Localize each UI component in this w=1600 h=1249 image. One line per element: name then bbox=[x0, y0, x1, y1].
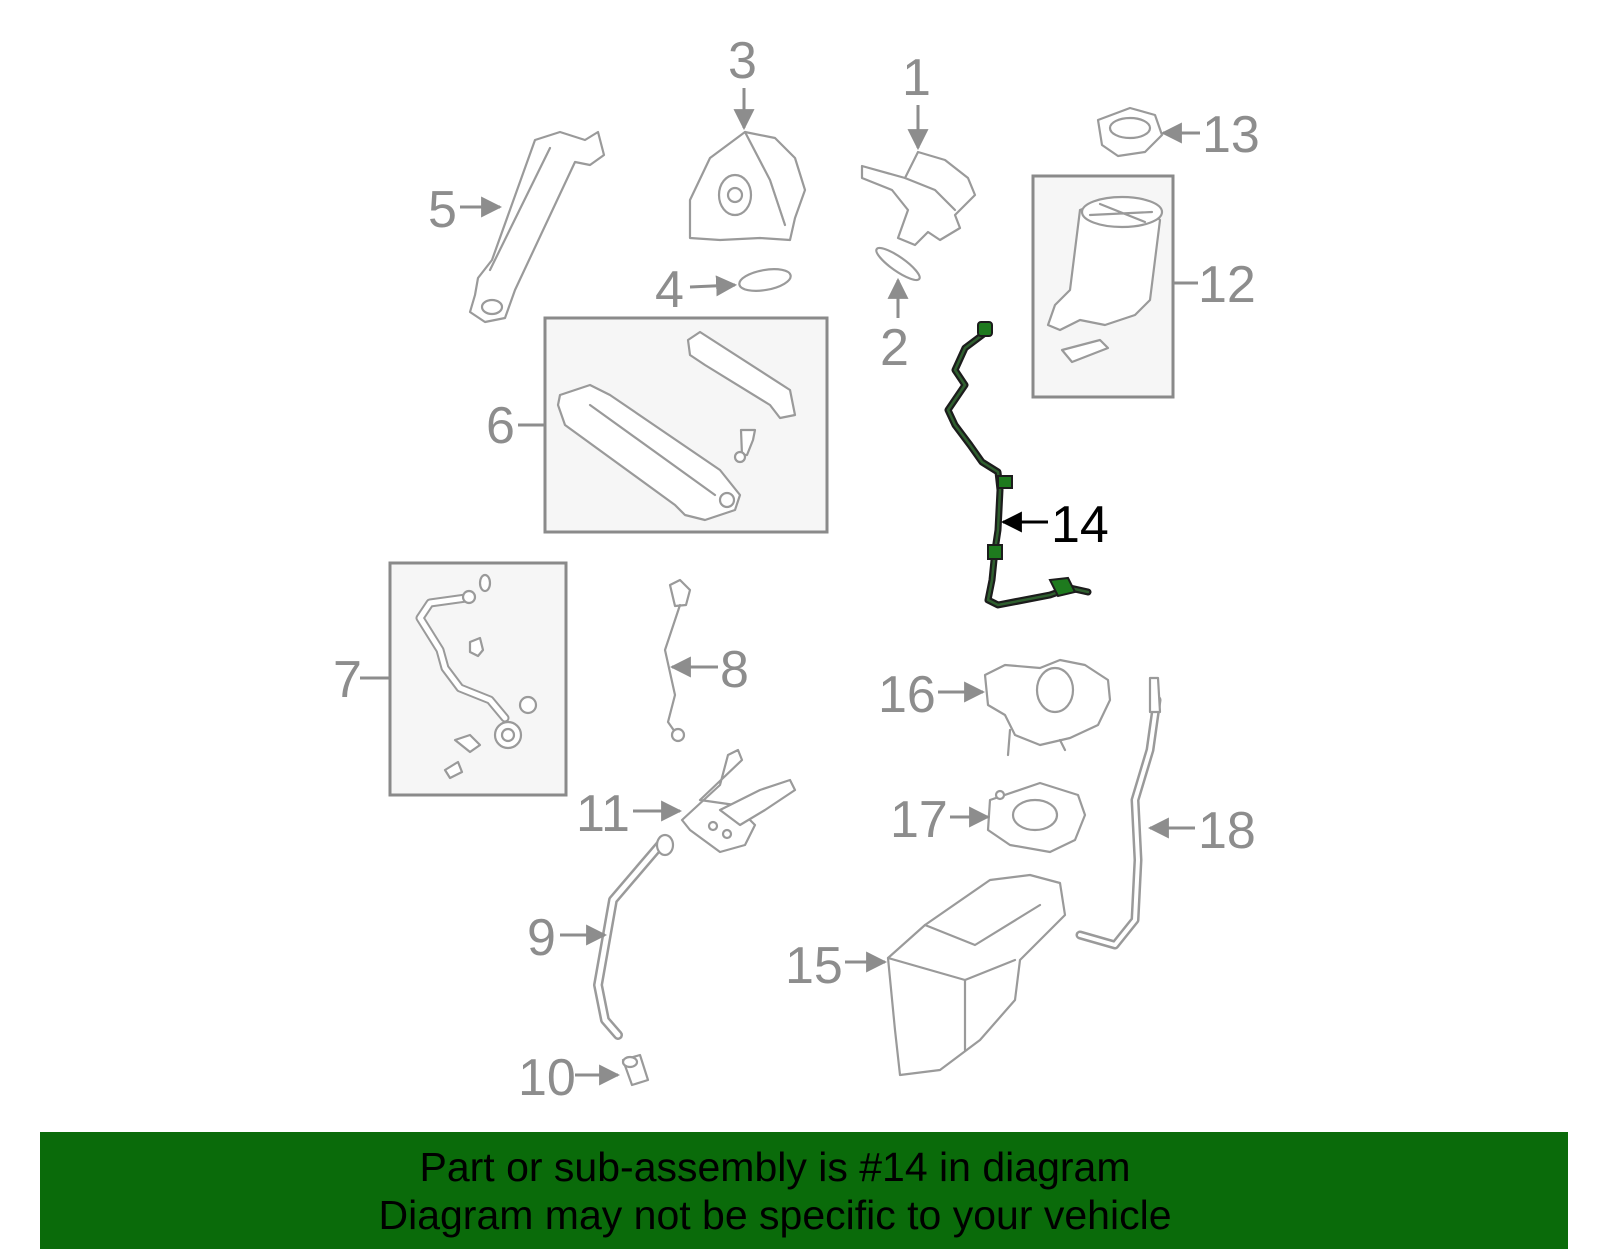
callout-17: 17 bbox=[890, 791, 948, 849]
part-12-drawing bbox=[1046, 195, 1164, 364]
part-17-drawing bbox=[986, 781, 1087, 854]
callout-16: 16 bbox=[878, 666, 936, 724]
info-banner: Part or sub-assembly is #14 in diagram D… bbox=[40, 1132, 1568, 1249]
callout-7: 7 bbox=[333, 651, 362, 709]
callout-10: 10 bbox=[518, 1049, 576, 1107]
part-2-drawing bbox=[875, 246, 921, 282]
part-10-drawing bbox=[621, 1053, 650, 1087]
part-7-box bbox=[388, 561, 568, 797]
part-18-drawing bbox=[1075, 676, 1162, 950]
part-7-drawing bbox=[415, 573, 538, 780]
callout-12: 12 bbox=[1198, 256, 1256, 314]
callout-9: 9 bbox=[527, 909, 556, 967]
part-14-drawing bbox=[944, 321, 1092, 609]
callout-4: 4 bbox=[655, 261, 684, 319]
part-4-drawing bbox=[738, 268, 792, 292]
callout-5: 5 bbox=[428, 181, 457, 239]
callout-18: 18 bbox=[1198, 802, 1256, 860]
part-1-drawing bbox=[860, 150, 977, 247]
callout-14: 14 bbox=[1051, 496, 1109, 554]
part-16-drawing bbox=[983, 658, 1112, 757]
callout-11: 11 bbox=[576, 785, 630, 843]
part-13-drawing bbox=[1096, 106, 1164, 158]
banner-line-2: Diagram may not be specific to your vehi… bbox=[378, 1192, 1172, 1238]
part-8-drawing bbox=[663, 578, 692, 743]
callout-13: 13 bbox=[1202, 106, 1260, 164]
part-15-drawing bbox=[886, 873, 1067, 1077]
callout-3: 3 bbox=[728, 32, 757, 90]
part-6-drawing bbox=[556, 330, 797, 522]
callout-6: 6 bbox=[486, 397, 515, 455]
callout-8: 8 bbox=[720, 641, 749, 699]
part-5-drawing bbox=[468, 130, 606, 324]
part-11-drawing bbox=[680, 748, 797, 854]
callout-2: 2 bbox=[880, 319, 909, 377]
callout-1: 1 bbox=[902, 49, 931, 107]
part-9-drawing bbox=[593, 833, 675, 1040]
part-3-drawing bbox=[688, 130, 807, 242]
banner-line-1: Part or sub-assembly is #14 in diagram bbox=[419, 1144, 1131, 1190]
callout-15: 15 bbox=[785, 937, 843, 995]
